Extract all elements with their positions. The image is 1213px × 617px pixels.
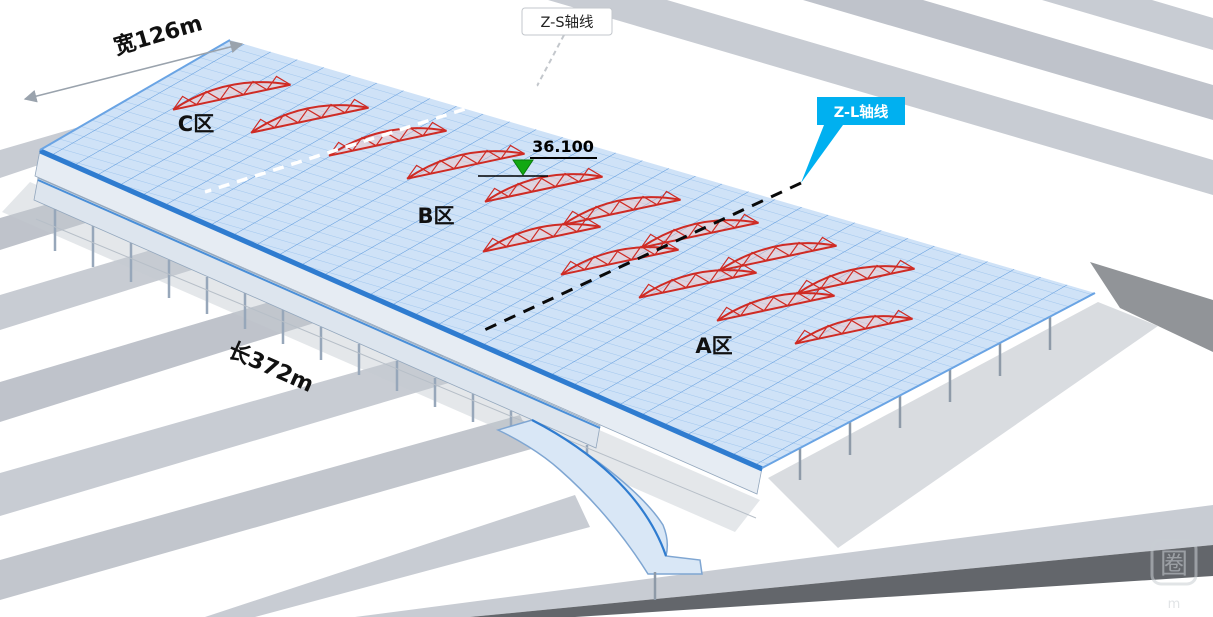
zs-axis: Z-S轴线 bbox=[204, 7, 613, 194]
watermark-sub: m bbox=[1168, 597, 1181, 612]
elevation-value: 36.100 bbox=[532, 137, 594, 156]
zl-axis-label-box bbox=[817, 97, 905, 125]
right-end-columns bbox=[798, 316, 1052, 480]
elevation-triangle-icon bbox=[512, 159, 534, 176]
apron-platform bbox=[768, 302, 1158, 548]
zone-label-a: A区 bbox=[695, 334, 732, 358]
roof-edge-near bbox=[39, 148, 763, 470]
apron-stripe bbox=[0, 348, 452, 516]
zone-label-c: C区 bbox=[178, 112, 214, 136]
facade-blue-edge bbox=[39, 150, 763, 472]
facade-blue-edge-2 bbox=[37, 179, 601, 429]
width-dimension-label: 宽126m bbox=[111, 10, 206, 60]
access-ramp bbox=[495, 419, 703, 600]
apron-stripe bbox=[0, 415, 535, 600]
elevation-marker: 36.100 bbox=[478, 137, 597, 177]
watermark-box bbox=[1150, 538, 1198, 586]
length-dimension-label: 长372m bbox=[224, 338, 317, 398]
apron-stripe bbox=[355, 505, 1213, 617]
apron-stripe bbox=[803, 0, 1213, 120]
building-roof bbox=[39, 39, 1096, 470]
zl-axis-label: Z-L轴线 bbox=[834, 103, 889, 121]
zl-axis: Z-L轴线 bbox=[477, 97, 905, 335]
ramp-deck bbox=[495, 419, 703, 575]
ramp-blue-edge bbox=[531, 419, 668, 557]
watermark-char: 圈 bbox=[1160, 547, 1188, 580]
zl-axis-arrow bbox=[801, 125, 843, 183]
facade-slab-lower bbox=[33, 177, 601, 449]
zs-axis-label: Z-S轴线 bbox=[540, 14, 593, 31]
watermark: 圈 m bbox=[1150, 538, 1198, 612]
zone-label-b: B区 bbox=[417, 204, 454, 228]
apron-stripe bbox=[1042, 0, 1213, 50]
width-dimension-arrow bbox=[23, 40, 244, 103]
roof-truss-grid-length bbox=[40, 40, 1095, 468]
building-facade bbox=[33, 149, 1052, 519]
roof-edge-right bbox=[761, 292, 1096, 469]
facade-ground-line bbox=[35, 218, 757, 519]
zl-axis-line bbox=[477, 181, 802, 335]
zs-axis-line bbox=[204, 84, 538, 194]
apron-stripe bbox=[205, 495, 590, 617]
zs-axis-connector bbox=[536, 34, 565, 87]
apron-stripe bbox=[0, 287, 330, 422]
vegetation-patch bbox=[1090, 262, 1213, 352]
zs-axis-label-box bbox=[521, 7, 613, 36]
